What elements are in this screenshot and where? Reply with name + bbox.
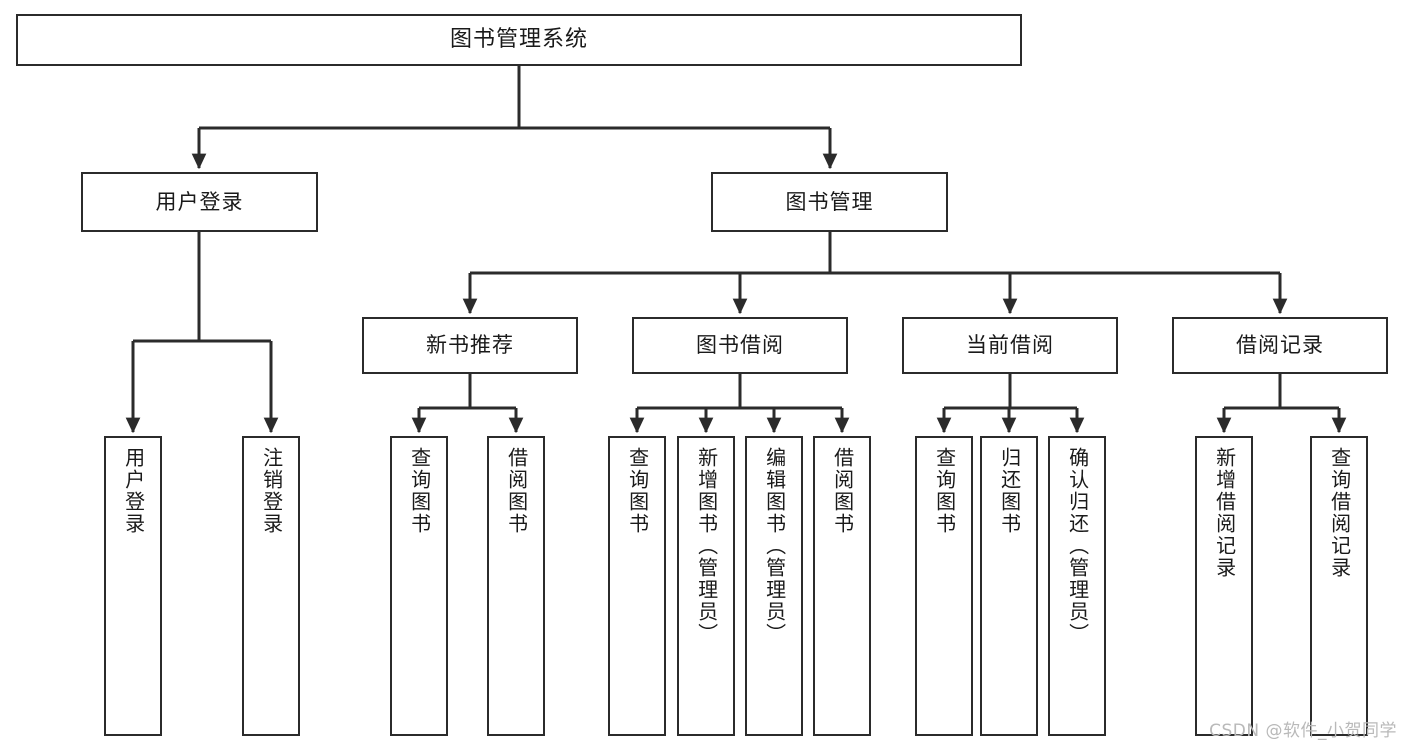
leaf-book-borrow-add[interactable]: 新增图书（管理员） [677, 436, 735, 736]
node-book-management[interactable]: 图书管理 [711, 172, 948, 232]
leaf-current-borrow-confirm-return[interactable]: 确认归还（管理员） [1048, 436, 1106, 736]
leaf-book-borrow-query[interactable]: 查询图书 [608, 436, 666, 736]
node-current-borrow-label: 当前借阅 [966, 333, 1054, 358]
node-root-label: 图书管理系统 [449, 27, 588, 53]
node-user-login[interactable]: 用户登录 [81, 172, 318, 232]
leaf-new-book-query-label: 查询图书 [407, 447, 432, 535]
leaf-current-borrow-query-label: 查询图书 [932, 447, 957, 535]
node-new-book-recommend[interactable]: 新书推荐 [362, 317, 578, 374]
leaf-book-borrow-edit[interactable]: 编辑图书（管理员） [745, 436, 803, 736]
csdn-watermark: CSDN @软件_小贺同学 [1209, 721, 1397, 741]
leaf-user-login-signout[interactable]: 注销登录 [242, 436, 300, 736]
leaf-borrow-record-query[interactable]: 查询借阅记录 [1310, 436, 1368, 736]
leaf-book-borrow-edit-label: 编辑图书（管理员） [762, 447, 787, 645]
node-book-borrow-label: 图书借阅 [696, 333, 784, 358]
leaf-borrow-record-add-label: 新增借阅记录 [1212, 447, 1237, 579]
leaf-book-borrow-borrow-label: 借阅图书 [830, 447, 855, 535]
leaf-current-borrow-return-label: 归还图书 [997, 447, 1022, 535]
node-user-login-label: 用户登录 [155, 189, 244, 214]
node-book-borrow[interactable]: 图书借阅 [632, 317, 848, 374]
leaf-current-borrow-confirm-return-label: 确认归还（管理员） [1065, 447, 1090, 645]
leaf-book-borrow-borrow[interactable]: 借阅图书 [813, 436, 871, 736]
node-borrow-record[interactable]: 借阅记录 [1172, 317, 1388, 374]
node-book-management-label: 图书管理 [785, 189, 874, 214]
leaf-borrow-record-add[interactable]: 新增借阅记录 [1195, 436, 1253, 736]
leaf-new-book-query[interactable]: 查询图书 [390, 436, 448, 736]
leaf-book-borrow-query-label: 查询图书 [625, 447, 650, 535]
leaf-book-borrow-add-label: 新增图书（管理员） [694, 447, 719, 645]
leaf-new-book-borrow-label: 借阅图书 [504, 447, 529, 535]
leaf-user-login-signout-label: 注销登录 [259, 447, 284, 535]
node-current-borrow[interactable]: 当前借阅 [902, 317, 1118, 374]
node-new-book-recommend-label: 新书推荐 [426, 333, 514, 358]
leaf-current-borrow-return[interactable]: 归还图书 [980, 436, 1038, 736]
leaf-user-login-signin[interactable]: 用户登录 [104, 436, 162, 736]
leaf-new-book-borrow[interactable]: 借阅图书 [487, 436, 545, 736]
node-root-book-management-system[interactable]: 图书管理系统 [16, 14, 1022, 66]
leaf-borrow-record-query-label: 查询借阅记录 [1327, 447, 1352, 579]
leaf-user-login-signin-label: 用户登录 [121, 447, 146, 535]
node-borrow-record-label: 借阅记录 [1236, 333, 1324, 358]
leaf-current-borrow-query[interactable]: 查询图书 [915, 436, 973, 736]
